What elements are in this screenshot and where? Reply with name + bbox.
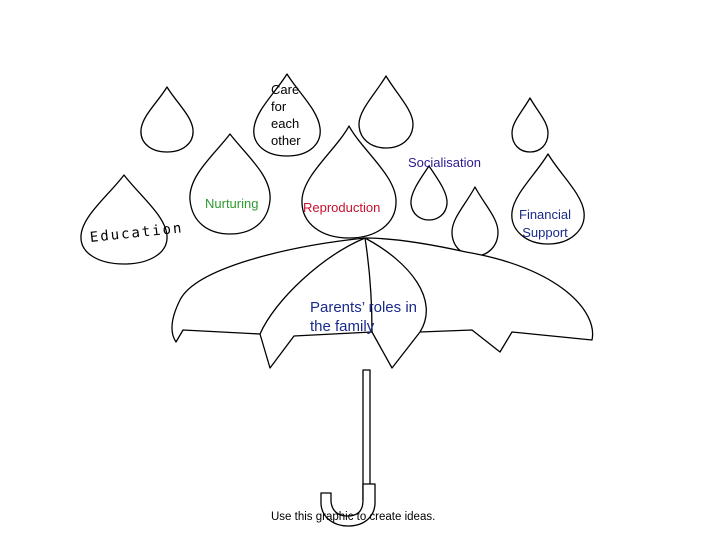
umbrella-canopy bbox=[171, 237, 594, 369]
footer-instruction: Use this graphic to create ideas. bbox=[271, 511, 436, 523]
umbrella-shaft bbox=[362, 369, 371, 501]
raindrop-6-reproduction bbox=[301, 125, 397, 239]
umbrella-center-title: Parents’ roles in the family bbox=[310, 299, 417, 335]
raindrop-9-education bbox=[80, 174, 168, 265]
raindrop-7-socialisation bbox=[410, 165, 448, 221]
umbrella-rib-center bbox=[364, 237, 373, 333]
raindrop-1 bbox=[140, 86, 194, 153]
umbrella-rib-left bbox=[259, 237, 366, 335]
raindrop-2-care bbox=[253, 73, 321, 157]
raindrop-5-nurturing bbox=[189, 133, 271, 235]
raindrop-10 bbox=[451, 186, 499, 257]
raindrop-4 bbox=[511, 97, 549, 153]
label-socialisation: Socialisation bbox=[408, 155, 481, 170]
raindrop-8-financial bbox=[511, 153, 585, 245]
raindrop-3 bbox=[358, 75, 414, 149]
label-reproduction: Reproduction bbox=[303, 200, 381, 215]
umbrella-handle bbox=[320, 483, 376, 527]
label-care-for-each-other: Care for each other bbox=[271, 82, 301, 148]
label-nurturing: Nurturing bbox=[205, 196, 259, 211]
label-financial-support: Financial Support bbox=[519, 207, 572, 240]
umbrella-rib-right bbox=[364, 237, 427, 333]
